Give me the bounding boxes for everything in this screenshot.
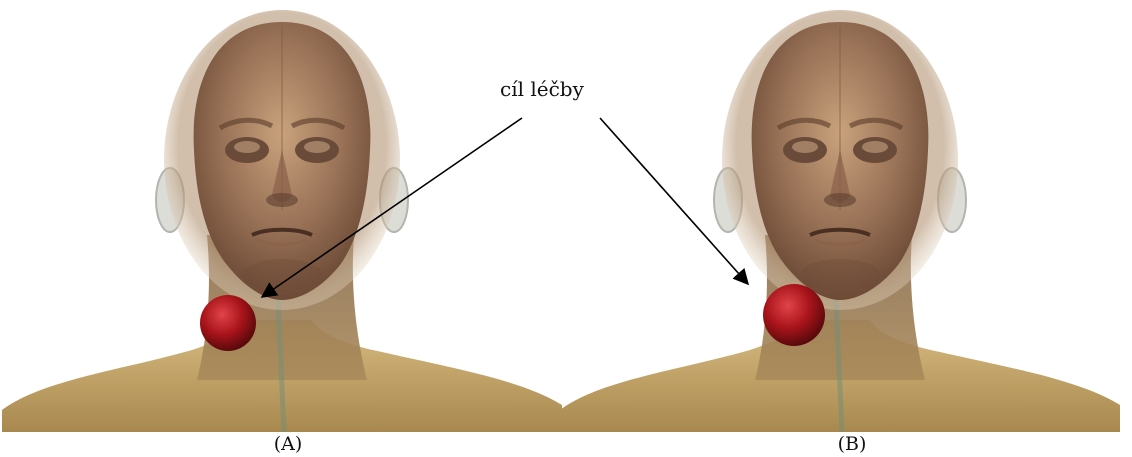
treatment-target-label: cíl léčby	[500, 77, 584, 101]
panel-b-caption: (B)	[822, 433, 882, 455]
treatment-target-sphere-a	[200, 295, 256, 351]
head-model-b	[560, 0, 1120, 432]
head-model-a	[2, 0, 562, 432]
treatment-target-sphere-b	[763, 284, 825, 346]
panel-a-caption: (A)	[258, 433, 318, 455]
panel-a-image	[2, 0, 562, 432]
panel-b-image	[560, 0, 1120, 432]
